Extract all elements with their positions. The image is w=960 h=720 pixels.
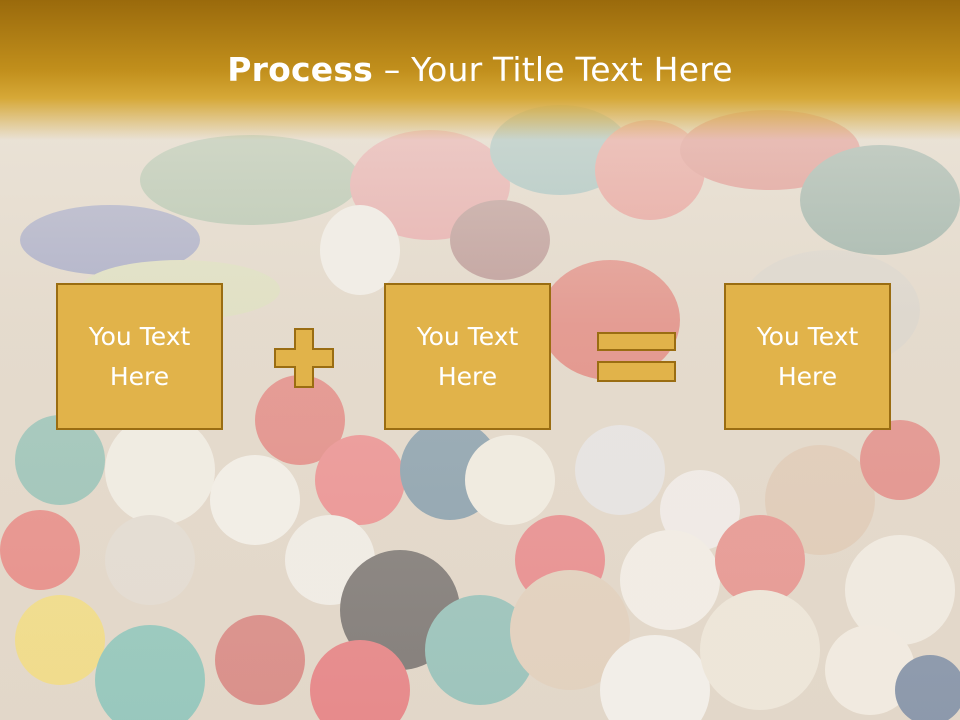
title-bar (0, 0, 960, 140)
process-box-2-text: You Text Here (416, 321, 519, 391)
process-box-2[interactable]: You Text Here (384, 283, 551, 430)
plus-icon (274, 328, 334, 388)
slide-title[interactable]: Process – Your Title Text Here (0, 50, 960, 89)
process-box-3-text: You Text Here (756, 321, 859, 391)
title-bold: Process (227, 50, 374, 89)
process-box-1-text: You Text Here (88, 321, 191, 391)
process-box-3[interactable]: You Text Here (724, 283, 891, 430)
process-box-1[interactable]: You Text Here (56, 283, 223, 430)
title-rest: – Your Title Text Here (373, 50, 733, 89)
equals-icon (597, 332, 676, 382)
